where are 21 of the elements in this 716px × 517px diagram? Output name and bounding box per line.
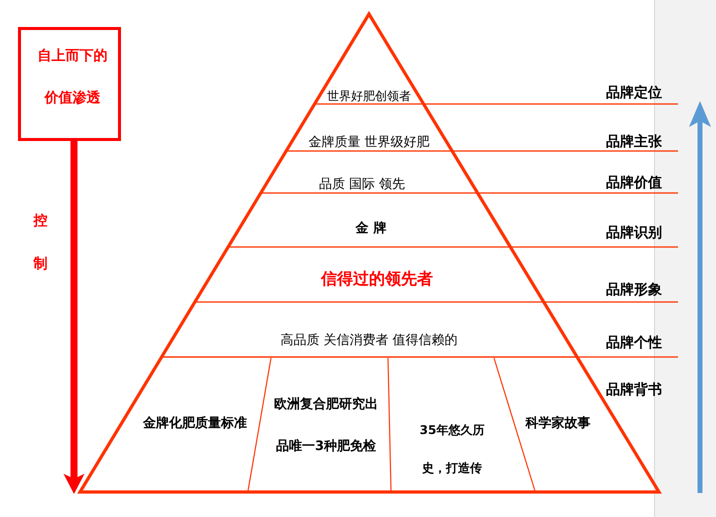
tier-label: 品牌形象 — [605, 283, 663, 298]
tier-label: 品牌背书 — [605, 383, 663, 398]
tier-text: 品质 国际 领先 — [318, 178, 406, 191]
tier-label: 品牌价值 — [605, 176, 663, 191]
tier-text: 信得过的领先者 — [320, 271, 434, 287]
cell-text: 科学家故事 — [523, 415, 593, 433]
cell-text: 35年悠久历史，打造传 — [416, 411, 488, 487]
tier-text: 金牌质量 世界级好肥 — [307, 136, 431, 149]
tier-text: 世界好肥创领者 — [327, 90, 411, 102]
tier-text: 高品质 关信消费者 值得信赖的 — [279, 334, 459, 347]
cell-text: 金牌化肥质量标准 — [137, 415, 253, 433]
tier-label: 品牌个性 — [605, 336, 663, 351]
arrow — [64, 141, 84, 494]
tier-label: 品牌识别 — [605, 226, 663, 241]
box-text: 自上而下的价值渗透 — [36, 47, 108, 108]
tier-label: 品牌定位 — [605, 86, 663, 101]
tier-label: 品牌主张 — [605, 135, 663, 150]
tier-text: 金 牌 — [354, 222, 388, 235]
cell-text: 欧洲复合肥研究出品唯一3种肥免检 — [272, 384, 380, 468]
label-box — [18, 27, 121, 141]
edge-label: 控制 — [33, 212, 48, 274]
